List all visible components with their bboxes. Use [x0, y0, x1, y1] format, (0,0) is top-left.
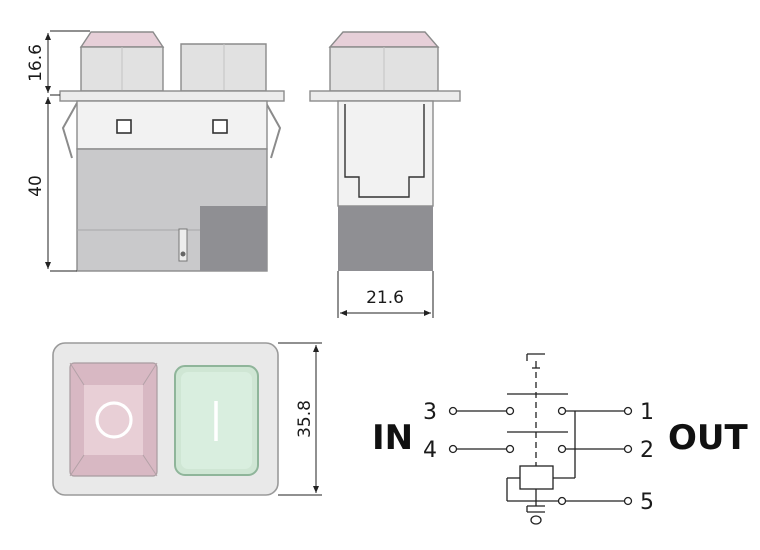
depth-label: 21.6: [366, 288, 404, 308]
off-symbol-icon: [95, 401, 133, 439]
in-label: IN: [372, 418, 413, 458]
wiring-schematic: 3 4 1 2 5 IN OUT: [372, 353, 749, 525]
cap-height-dimension: 16.6: [26, 30, 90, 96]
start-button: [174, 365, 259, 476]
body-height-label: 40: [26, 175, 46, 197]
front-view: [59, 31, 285, 272]
depth-dimension: 21.6: [337, 271, 434, 318]
side-view: [309, 31, 461, 271]
pin-5-label: 5: [640, 490, 654, 515]
body-height-dimension: 40: [26, 97, 77, 272]
cap-height-label: 16.6: [26, 44, 46, 82]
face-view: [52, 342, 279, 496]
out-label: OUT: [668, 418, 749, 458]
face-height-label: 35.8: [295, 400, 315, 438]
pin-4-label: 4: [423, 438, 437, 463]
pin-3-label: 3: [423, 400, 437, 425]
stop-button: [69, 362, 158, 477]
pin-1-label: 1: [640, 400, 654, 425]
face-height-dimension: 35.8: [278, 342, 322, 496]
pin-2-label: 2: [640, 438, 654, 463]
